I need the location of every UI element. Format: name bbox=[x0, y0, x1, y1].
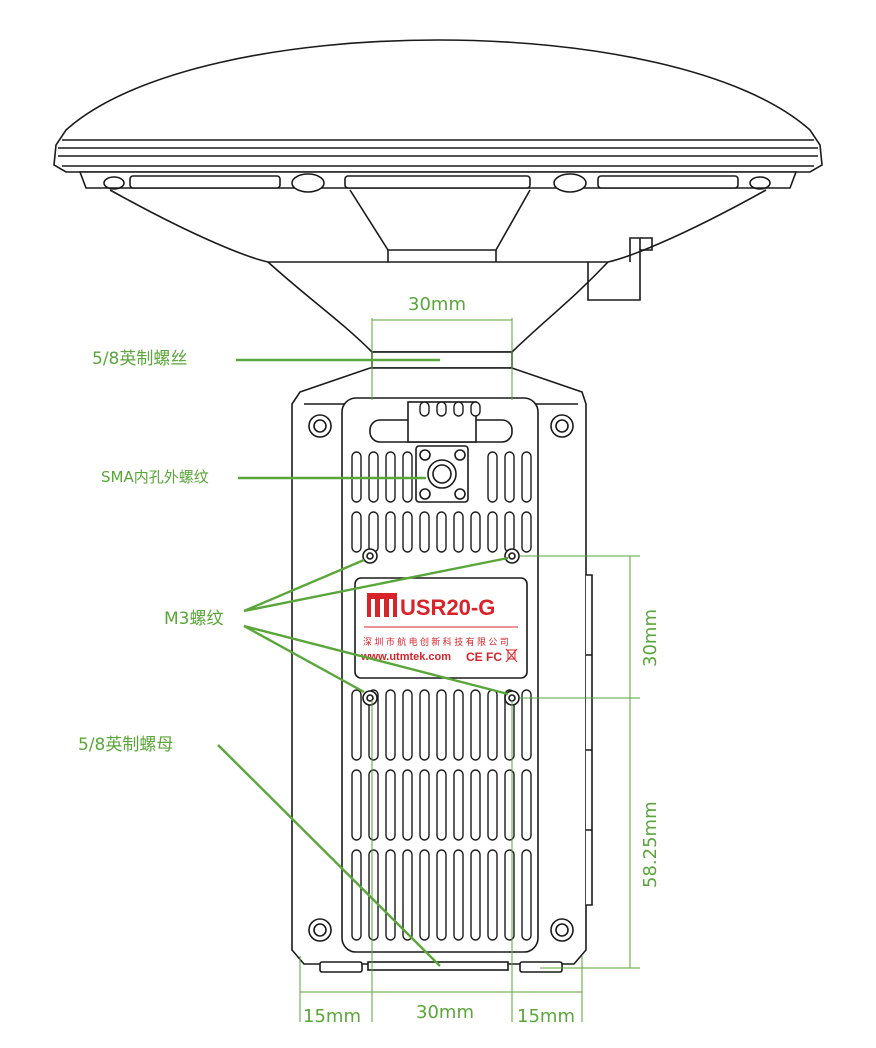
thread-nut-label: 5/8英制螺母 bbox=[78, 735, 174, 755]
sma-thread-label: SMA内孔外螺纹 bbox=[101, 468, 209, 486]
vent-slot bbox=[419, 401, 430, 417]
vent-slot bbox=[521, 769, 532, 841]
vent-slot bbox=[453, 511, 464, 553]
corner-screws bbox=[308, 414, 574, 942]
vent-slot bbox=[419, 849, 430, 941]
vent-slot bbox=[385, 849, 396, 941]
vent-slot bbox=[436, 769, 447, 841]
vent-slot bbox=[470, 401, 481, 417]
callout-lines bbox=[217, 358, 509, 967]
vent-slot bbox=[470, 769, 481, 841]
vent-slot bbox=[436, 511, 447, 553]
vent-slot bbox=[402, 849, 413, 941]
thread-screw-label: 5/8英制螺丝 bbox=[92, 349, 188, 369]
company-website: www.utmtek.com bbox=[360, 651, 451, 663]
vent-slot bbox=[453, 849, 464, 941]
vent-slot bbox=[504, 849, 515, 941]
vent-slot bbox=[436, 689, 447, 761]
vent-slot bbox=[419, 769, 430, 841]
vent-slot bbox=[487, 769, 498, 841]
m3-holes bbox=[362, 548, 520, 706]
vent-slot bbox=[368, 689, 379, 761]
product-label-plate: USR20-G 深圳市航电创新科技有限公司 www.utmtek.com CE … bbox=[354, 577, 528, 679]
dimension-side-upper: 30mm bbox=[640, 609, 661, 667]
vent-slot bbox=[402, 689, 413, 761]
vent-slot bbox=[521, 451, 532, 503]
vent-slot bbox=[453, 689, 464, 761]
vent-slot bbox=[487, 689, 498, 761]
vent-slot bbox=[385, 689, 396, 761]
vent-slot bbox=[402, 769, 413, 841]
vent-slot bbox=[453, 401, 464, 417]
certification-marks: CE FC bbox=[466, 650, 502, 664]
vent-slot bbox=[521, 849, 532, 941]
vent-slot bbox=[419, 511, 430, 553]
vent-slot bbox=[487, 511, 498, 553]
vent-slot bbox=[351, 769, 362, 841]
vent-slot bbox=[419, 689, 430, 761]
vent-slot bbox=[504, 769, 515, 841]
vent-slot bbox=[453, 769, 464, 841]
vent-slot bbox=[470, 511, 481, 553]
vent-slot bbox=[368, 511, 379, 553]
vent-slot bbox=[470, 689, 481, 761]
vent-slot bbox=[351, 849, 362, 941]
vent-slot bbox=[487, 849, 498, 941]
vent-slot bbox=[368, 769, 379, 841]
m3-thread-label: M3螺纹 bbox=[164, 609, 224, 629]
vent-slot bbox=[521, 689, 532, 761]
dimension-bottom-center: 30mm bbox=[416, 1002, 474, 1023]
vent-slot bbox=[470, 849, 481, 941]
vent-slot bbox=[487, 451, 498, 503]
vent-slot bbox=[351, 511, 362, 553]
dimension-bottom-right: 15mm bbox=[517, 1006, 575, 1027]
vent-slot bbox=[504, 511, 515, 553]
dimension-bottom-left: 15mm bbox=[303, 1006, 361, 1027]
antenna-dome bbox=[53, 39, 823, 353]
dimension-top-width: 30mm bbox=[408, 294, 466, 315]
company-name: 深圳市航电创新科技有限公司 bbox=[363, 636, 511, 648]
vent-slot bbox=[385, 511, 396, 553]
vent-slot bbox=[521, 511, 532, 553]
weee-bin-icon bbox=[505, 648, 518, 663]
vent-slot bbox=[504, 451, 515, 503]
product-model: USR20-G bbox=[400, 595, 495, 620]
vent-slot bbox=[436, 401, 447, 417]
vent-slot bbox=[436, 849, 447, 941]
dimension-lines bbox=[299, 318, 640, 1022]
vent-slot bbox=[385, 769, 396, 841]
vent-slots bbox=[351, 401, 532, 941]
dimension-side-lower: 58.25mm bbox=[640, 801, 661, 888]
vent-slot bbox=[351, 689, 362, 761]
vent-slot bbox=[402, 511, 413, 553]
brand-logo-icon bbox=[367, 593, 397, 617]
